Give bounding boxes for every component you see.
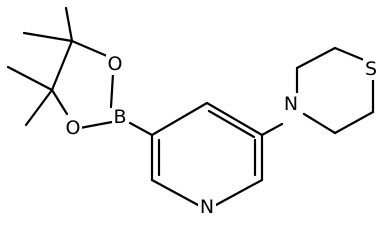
atom-o-lower: O bbox=[64, 117, 82, 139]
bond bbox=[150, 101, 209, 137]
bond bbox=[295, 46, 337, 70]
atom-o-upper: O bbox=[106, 53, 124, 75]
bond-ring-to-b bbox=[128, 121, 154, 137]
atom-label-o-upper: O bbox=[108, 53, 123, 75]
structure-diagram: N N S B O O bbox=[6, 6, 379, 218]
bond bbox=[333, 110, 375, 135]
methyl-groups bbox=[6, 6, 74, 127]
atom-label-o-lower: O bbox=[66, 117, 81, 139]
bond bbox=[109, 72, 115, 109]
bond bbox=[70, 39, 109, 58]
bond bbox=[22, 31, 74, 43]
dioxaborolane-ring bbox=[50, 39, 115, 130]
bond bbox=[78, 120, 114, 130]
bond bbox=[150, 178, 200, 207]
atom-s: S bbox=[363, 58, 379, 80]
bond bbox=[333, 46, 366, 62]
atom-b: B bbox=[112, 106, 128, 128]
pyridine-ring bbox=[150, 101, 264, 207]
bond bbox=[205, 101, 264, 137]
bond bbox=[24, 88, 54, 127]
atom-label-n-thiomorpholine: N bbox=[284, 93, 298, 115]
bond-ring-to-n bbox=[260, 122, 284, 137]
thiomorpholine-ring bbox=[295, 46, 375, 135]
atom-label-b: B bbox=[113, 106, 126, 128]
bond bbox=[302, 112, 337, 135]
bond bbox=[214, 178, 264, 207]
bond bbox=[207, 109, 256, 139]
bond bbox=[64, 6, 74, 43]
bond bbox=[6, 65, 54, 92]
atom-label-s: S bbox=[365, 58, 377, 80]
bond bbox=[50, 88, 69, 116]
bond bbox=[50, 39, 74, 92]
atom-label-n-pyridine: N bbox=[200, 196, 214, 218]
atom-n-pyridine: N bbox=[198, 196, 216, 218]
atom-n-thiomorpholine: N bbox=[282, 93, 300, 115]
